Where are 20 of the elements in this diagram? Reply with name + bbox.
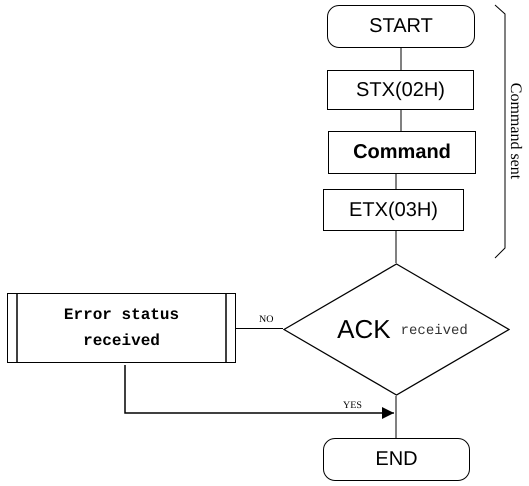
bracket-label: Command sent (506, 82, 524, 180)
process-label: ETX(03H) (349, 198, 438, 222)
process-label: Command (353, 141, 451, 164)
connector-line (400, 110, 402, 132)
terminal-box (327, 5, 475, 48)
process-box (328, 131, 476, 174)
subroutine-box (7, 293, 236, 363)
arrow (124, 365, 394, 419)
terminal-label: END (375, 448, 418, 471)
process-box (323, 189, 464, 231)
subroutine-label: Error status received (62, 305, 180, 352)
decision-label: ACK (337, 314, 391, 345)
decision-label-suffix: received (400, 323, 468, 339)
connector-line (236, 328, 284, 329)
terminal-label: START (369, 15, 433, 38)
decision-diamond (283, 263, 510, 396)
connector-line (400, 48, 402, 70)
process-box (327, 70, 474, 110)
terminal-box (323, 438, 470, 481)
process-label: STX(02H) (356, 78, 445, 102)
